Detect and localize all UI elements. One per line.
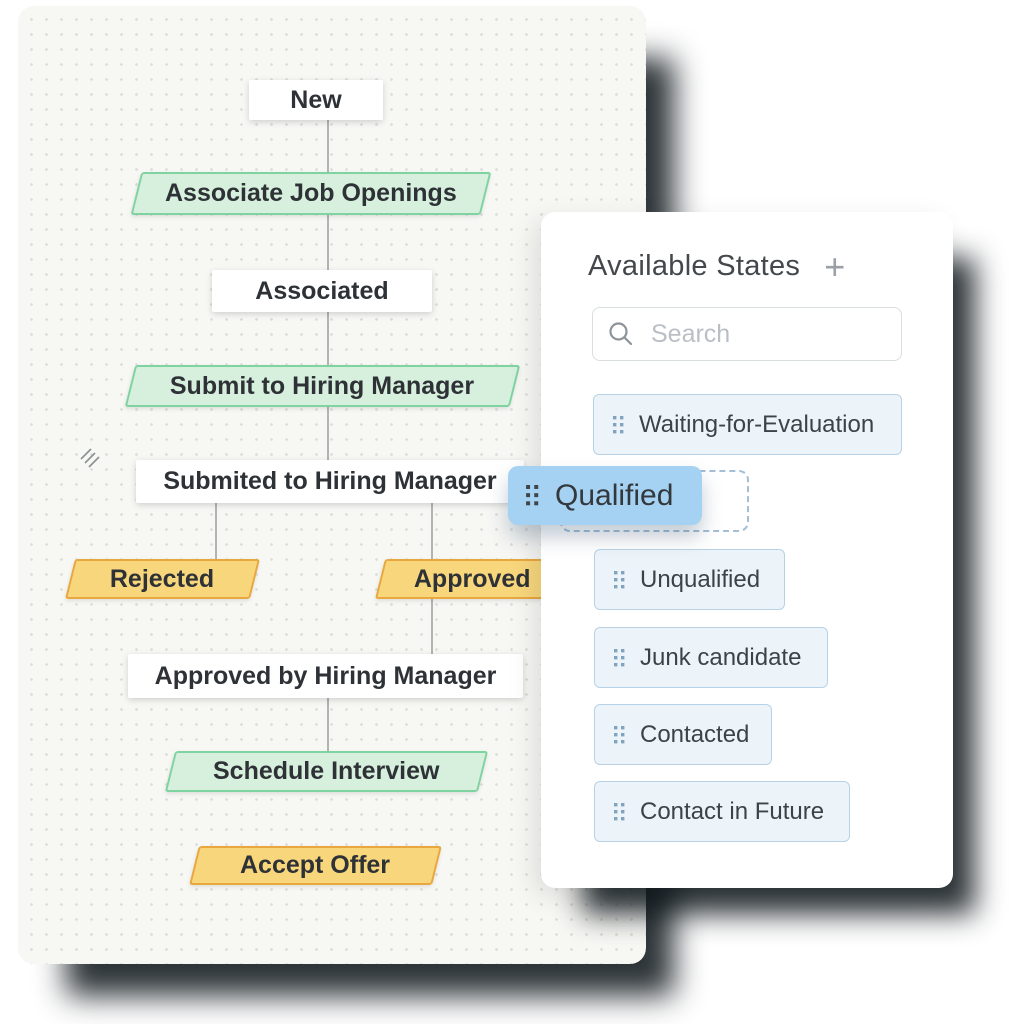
drag-handle-icon[interactable]	[614, 802, 625, 821]
drag-handle-icon[interactable]	[614, 648, 625, 667]
state-chip-unqualified[interactable]: Unqualified	[594, 549, 785, 610]
dragging-state-chip-label: Qualified	[555, 478, 674, 512]
drag-handle-icon[interactable]	[614, 570, 625, 589]
state-chip-label: Unqualified	[640, 565, 761, 593]
drag-handle-icon[interactable]	[613, 415, 624, 434]
state-chip-junk-candidate[interactable]: Junk candidate	[594, 627, 828, 688]
panel-header: Available States +	[588, 245, 846, 287]
state-node-label: Approved by Hiring Manager	[154, 661, 497, 690]
transition-node-submit-to-hiring-manager[interactable]: Submit to Hiring Manager	[124, 365, 521, 407]
connector-line	[431, 599, 433, 654]
transition-node-label: Rejected	[110, 564, 215, 593]
connector-line	[327, 698, 329, 751]
state-node-associated[interactable]: Associated	[212, 270, 432, 312]
state-chip-label: Waiting-for-Evaluation	[639, 410, 875, 438]
hatch-mark-icon	[78, 444, 104, 475]
connector-line	[431, 503, 433, 559]
transition-node-approved[interactable]: Approved	[375, 559, 569, 599]
state-chip-label: Junk candidate	[640, 643, 802, 671]
search-box[interactable]	[592, 307, 902, 361]
connector-line	[215, 503, 217, 559]
transition-node-schedule-interview[interactable]: Schedule Interview	[164, 751, 489, 792]
state-chip-label: Contact in Future	[640, 797, 825, 825]
transition-node-label: Accept Offer	[240, 851, 391, 879]
state-chip-label: Contacted	[640, 720, 750, 748]
connector-line	[327, 407, 329, 460]
state-chip-waiting-for-evaluation[interactable]: Waiting-for-Evaluation	[593, 394, 902, 455]
state-chip-contact-in-future[interactable]: Contact in Future	[594, 781, 850, 842]
connector-line	[327, 312, 329, 365]
state-chip-contacted[interactable]: Contacted	[594, 704, 772, 765]
drag-handle-icon[interactable]	[526, 485, 539, 506]
transition-node-associate-job-openings[interactable]: Associate Job Openings	[130, 172, 492, 215]
state-node-submited-to-hiring-manager[interactable]: Submited to Hiring Manager	[136, 460, 524, 503]
transition-node-rejected[interactable]: Rejected	[65, 559, 260, 599]
state-node-label: Submited to Hiring Manager	[163, 467, 497, 495]
available-states-panel: Available States + Waiting-for-Eval	[541, 212, 953, 888]
search-icon	[607, 320, 635, 348]
connector-line	[327, 120, 329, 172]
transition-node-label: Associate Job Openings	[165, 179, 457, 207]
connector-line	[327, 215, 329, 270]
transition-node-label: Approved	[413, 564, 531, 593]
drag-handle-icon[interactable]	[614, 725, 625, 744]
add-state-button[interactable]: +	[824, 245, 846, 287]
search-input[interactable]	[651, 319, 887, 349]
state-node-label: New	[290, 85, 342, 114]
dragging-state-chip-qualified[interactable]: Qualified	[508, 466, 702, 525]
transition-node-label: Schedule Interview	[213, 757, 440, 785]
transition-node-accept-offer[interactable]: Accept Offer	[189, 846, 442, 885]
state-node-label: Associated	[255, 276, 389, 305]
transition-node-label: Submit to Hiring Manager	[170, 371, 475, 400]
state-node-approved-by-hiring-manager[interactable]: Approved by Hiring Manager	[128, 654, 523, 698]
panel-title: Available States	[588, 250, 801, 282]
state-node-new[interactable]: New	[249, 80, 383, 120]
